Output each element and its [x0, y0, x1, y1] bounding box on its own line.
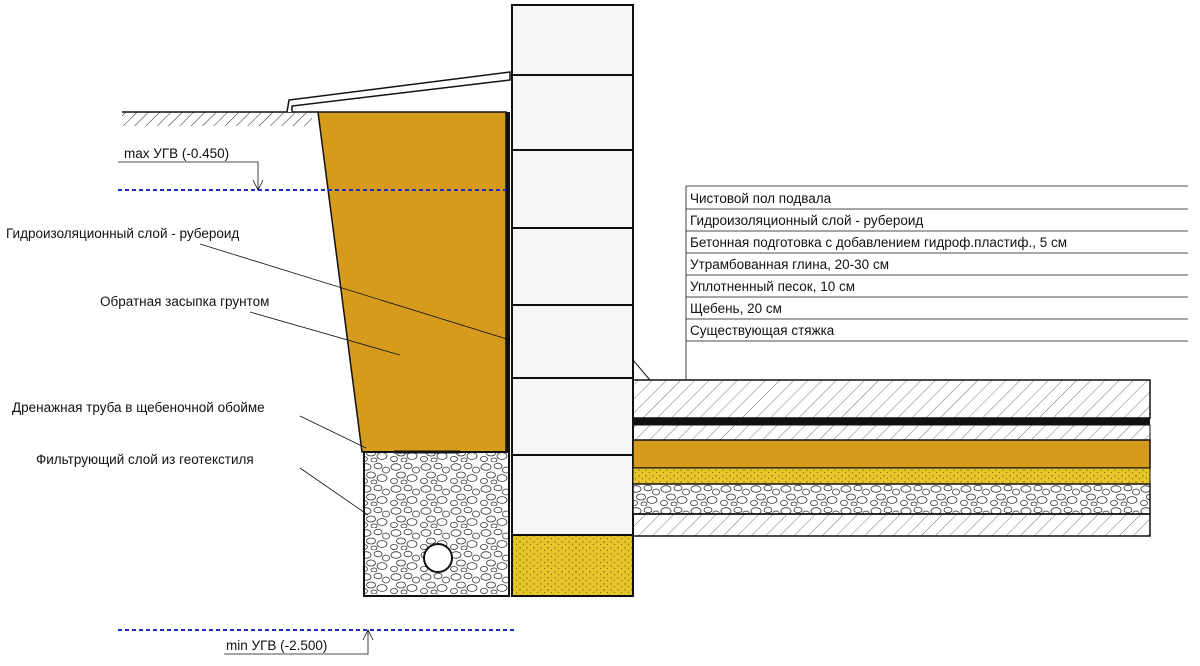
floor-slab [632, 359, 1151, 537]
floor-layer-5: Уплотненный песок, 10 см [690, 279, 855, 294]
floor-layers-legend: Чистовой пол подвала Гидроизоляционный с… [685, 185, 1188, 380]
floor-layer-3: Бетонная подготовка с добавлением гидроф… [690, 235, 1067, 250]
floor-layer-1: Чистовой пол подвала [690, 191, 832, 206]
ground-surface [122, 111, 318, 134]
floor-layer-6: Щебень, 20 см [690, 301, 782, 316]
floor-layer-7: Существующая стяжка [690, 323, 835, 338]
drain-pipe-label: Дренажная труба в щебеночной обойме [12, 400, 265, 415]
max-gwl-label: max УГВ (-0.450) [124, 146, 229, 161]
floor-layer-2: Гидроизоляционный слой - рубероид [690, 213, 923, 228]
foundation-wall [511, 4, 634, 597]
backfill-label: Обратная засыпка грунтом [100, 294, 269, 309]
geotextile-label: Фильтрующий слой из геотекстиля [36, 452, 254, 467]
drain-pipe [423, 543, 453, 573]
floor-layer-4: Утрамбованная глина, 20-30 см [690, 257, 889, 272]
blind-area [286, 71, 511, 113]
gravel-trench [363, 451, 510, 597]
backfill-soil [317, 111, 507, 453]
waterproofing-label: Гидроизоляционный слой - рубероид [6, 226, 239, 241]
footing-sand [511, 534, 634, 597]
min-gwl-label: min УГВ (-2.500) [226, 638, 327, 653]
